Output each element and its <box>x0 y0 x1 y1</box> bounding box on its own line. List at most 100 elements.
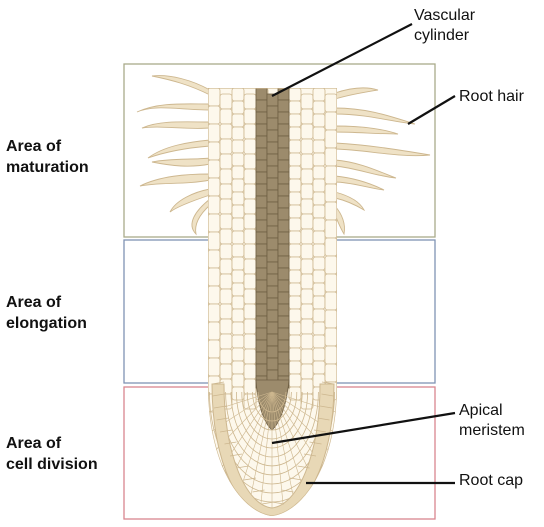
root-cell <box>243 168 257 185</box>
root-cell <box>324 147 337 167</box>
callout-root-hair: Root hair <box>459 88 524 105</box>
callout-apical-meristem: Apical meristem <box>459 402 525 439</box>
root-cell <box>243 333 257 350</box>
root-cell <box>324 183 337 203</box>
vascular-cell <box>255 291 268 305</box>
vascular-cell <box>277 171 290 185</box>
root-cell <box>312 139 326 154</box>
root-cell <box>208 159 221 179</box>
root-cell <box>300 258 314 275</box>
vascular-cell <box>255 135 268 149</box>
root-cell <box>300 183 314 200</box>
root-cell <box>231 295 245 310</box>
root-cell <box>324 237 337 257</box>
vascular-cell <box>266 345 279 359</box>
vascular-cell <box>255 327 268 341</box>
vascular-cell <box>255 123 268 137</box>
vascular-cell <box>277 159 290 173</box>
root-hair <box>334 191 366 212</box>
root-cell <box>312 191 326 206</box>
zone-label-elongation: Area of elongation <box>6 294 87 332</box>
root-cell <box>300 378 314 395</box>
root-cell <box>288 334 302 349</box>
root-cell <box>208 177 221 197</box>
root-cell <box>300 288 314 305</box>
root-cell <box>288 88 302 102</box>
root-cell <box>243 318 257 335</box>
root-cell <box>231 308 245 323</box>
root-cell <box>312 230 326 245</box>
zone-label-maturation: Area of maturation <box>6 138 89 176</box>
root-cell <box>312 243 326 258</box>
vascular-cell <box>266 213 279 227</box>
root-cell <box>208 141 221 161</box>
root-cell <box>300 93 314 110</box>
root-cell <box>312 269 326 284</box>
root-cell <box>288 100 302 115</box>
root-cell <box>312 321 326 336</box>
vascular-cell <box>255 231 268 245</box>
vascular-cell <box>266 249 279 263</box>
root-cap-cell <box>213 405 227 409</box>
root-cell <box>288 386 302 401</box>
root-cap-cell <box>252 489 265 493</box>
root-cell <box>208 249 221 269</box>
root-cell <box>243 138 257 155</box>
root-cell <box>231 139 245 154</box>
vascular-cell <box>266 177 279 191</box>
root-cell <box>208 339 221 359</box>
root-cell <box>288 165 302 180</box>
root-cell <box>243 228 257 245</box>
root-cell <box>312 88 326 102</box>
vascular-cell <box>266 321 279 335</box>
root-cell <box>219 213 233 230</box>
vascular-cell <box>277 231 290 245</box>
root-cap-cell <box>219 429 233 433</box>
root-cell <box>208 303 221 323</box>
vascular-cell <box>266 189 279 203</box>
vascular-cell <box>266 297 279 311</box>
root-cell <box>208 267 221 287</box>
root-cell <box>288 295 302 310</box>
root-cell <box>208 285 221 305</box>
root-cell <box>219 153 233 170</box>
root-cell <box>300 198 314 215</box>
root-cap-cell <box>309 441 322 445</box>
root-cell <box>243 378 257 395</box>
root-cell <box>300 123 314 140</box>
root-cell <box>243 303 257 320</box>
root-hair <box>334 125 399 135</box>
vascular-cell <box>277 303 290 317</box>
vascular-cell <box>277 123 290 137</box>
root-cell <box>300 243 314 260</box>
root-cell <box>243 288 257 305</box>
root-cap-cell <box>229 453 243 457</box>
root-cell <box>288 243 302 258</box>
vascular-cell <box>277 243 290 257</box>
root-cap-cell <box>303 453 317 457</box>
vascular-cell <box>255 279 268 293</box>
vascular-cell <box>255 303 268 317</box>
vascular-cell <box>255 195 268 209</box>
root-cell <box>288 256 302 271</box>
root-cell <box>288 269 302 284</box>
root-cell <box>219 288 233 305</box>
vascular-cell <box>277 351 290 365</box>
vascular-cell <box>255 147 268 161</box>
vascular-cell <box>266 117 279 131</box>
root-cell <box>300 153 314 170</box>
root-hair <box>169 188 211 213</box>
leader-line <box>271 411 456 445</box>
root-cap-cell <box>313 429 327 433</box>
root-cell <box>231 191 245 206</box>
vascular-cell <box>266 333 279 347</box>
root-cap-cell <box>243 477 257 481</box>
root-cell <box>324 363 337 383</box>
leader-lines <box>271 23 456 485</box>
root-cell <box>324 93 337 113</box>
root-cell <box>231 386 245 401</box>
root-cell <box>324 129 337 149</box>
vascular-cell <box>277 267 290 281</box>
root-cell <box>300 228 314 245</box>
